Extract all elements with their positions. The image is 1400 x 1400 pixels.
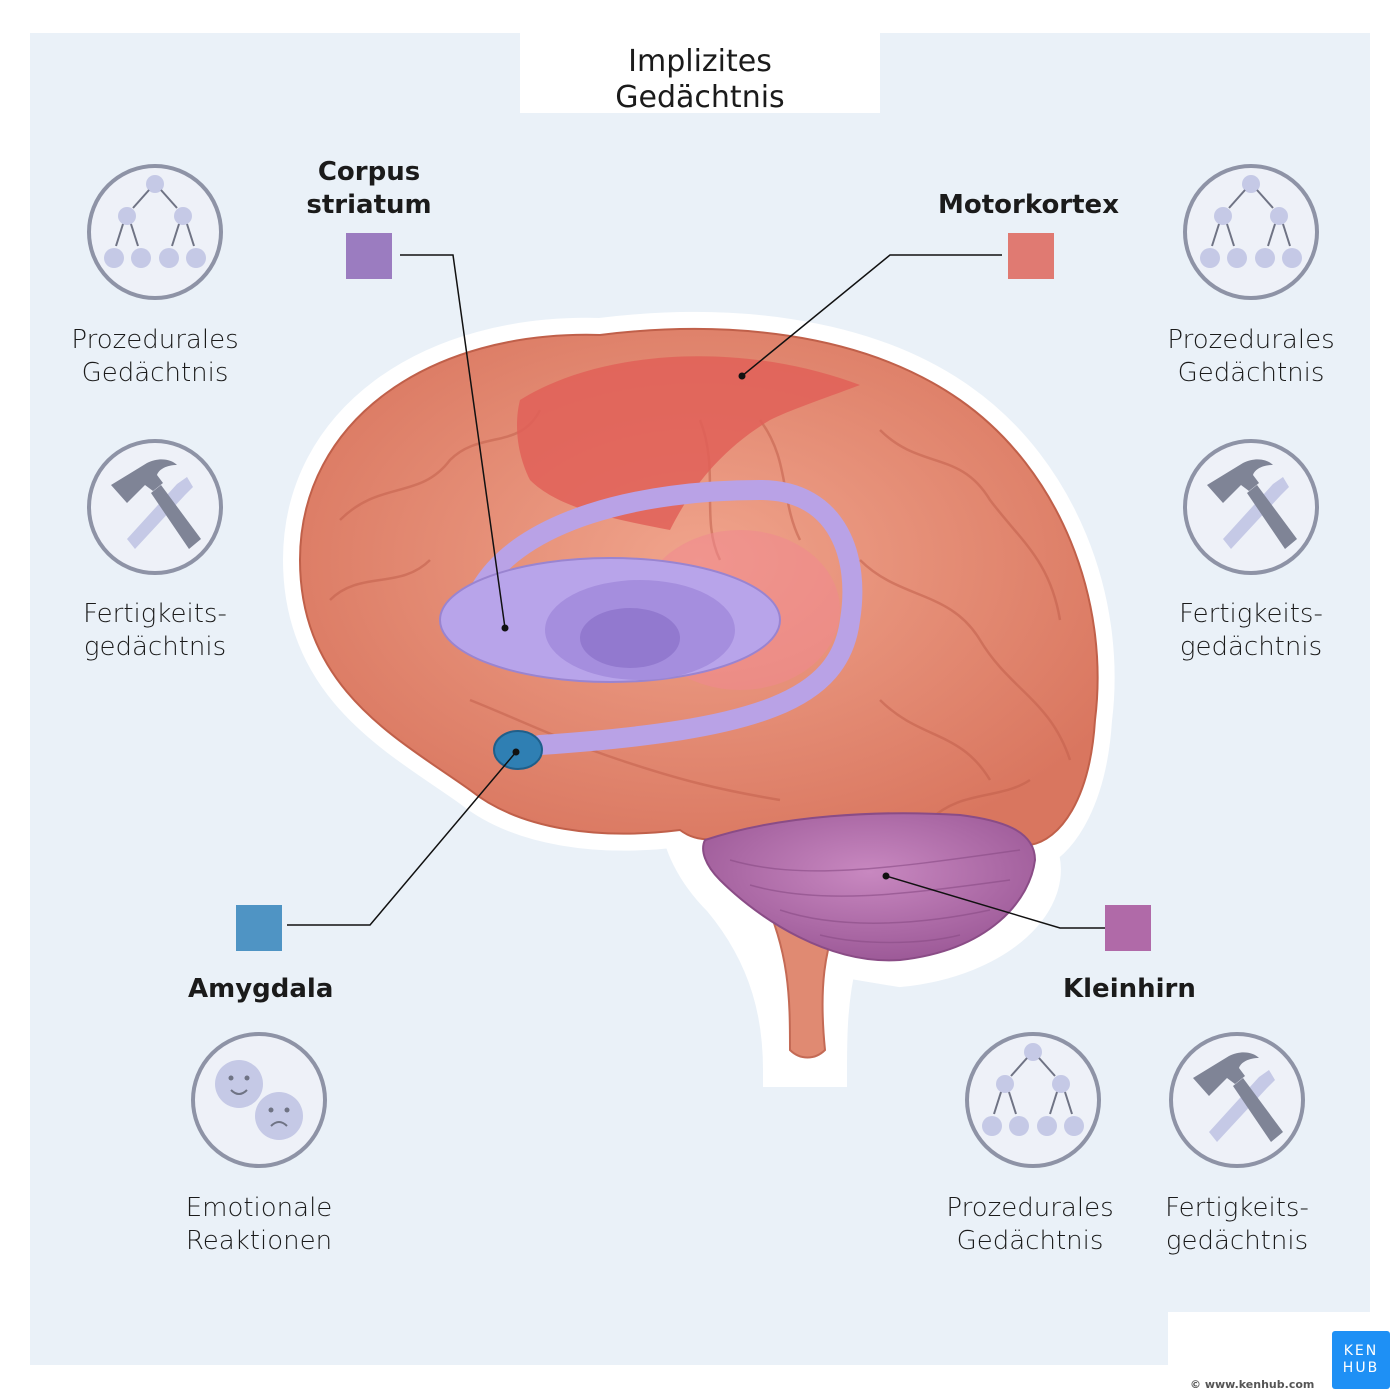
happy-sad-faces-icon: [191, 1032, 327, 1168]
caption-line: Prozedurales: [71, 325, 239, 355]
logo-line: KEN: [1343, 1343, 1379, 1359]
caption-line: Fertigkeits-: [1179, 599, 1323, 629]
label-line: Corpus: [317, 157, 421, 187]
caption-line: Prozedurales: [1167, 325, 1335, 355]
leader-dots: [501, 372, 890, 880]
cerebellum-folia: [729, 849, 1021, 944]
amygdala-swatch: [236, 905, 282, 951]
caption-line: Gedächtnis: [1177, 358, 1325, 388]
page-title: Implizites Gedächtnis: [520, 33, 880, 115]
leader-lines: [287, 254, 1105, 929]
cerebellum: [702, 812, 1037, 962]
label-line: striatum: [306, 190, 432, 220]
caption-line: gedächtnis: [1165, 1226, 1309, 1256]
kleinhirn-swatch: [1105, 905, 1151, 951]
caption-line: Emotionale: [185, 1193, 333, 1223]
hammer-wrench-icon: [1169, 1032, 1305, 1168]
caption-line: gedächtnis: [83, 632, 227, 662]
corpus-striatum-swatch: [346, 233, 392, 279]
copyright: © www.kenhub.com: [1190, 1378, 1315, 1391]
caption-fertigkeit-left: Fertigkeits-gedächtnis: [83, 598, 227, 664]
title-line-1: Implizites: [628, 44, 772, 79]
caption-line: Prozedurales: [946, 1193, 1114, 1223]
hierarchy-tree-icon: [965, 1032, 1101, 1168]
hierarchy-tree-icon: [1183, 164, 1319, 300]
caption-line: Reaktionen: [185, 1226, 333, 1256]
caption-fertigkeit-bottom: Fertigkeits-gedächtnis: [1165, 1192, 1309, 1258]
logo-line: HUB: [1342, 1360, 1380, 1376]
caption-line: Gedächtnis: [81, 358, 229, 388]
caption-line: gedächtnis: [1179, 632, 1323, 662]
motorkortex-swatch: [1008, 233, 1054, 279]
label-kleinhirn: Kleinhirn: [1063, 974, 1196, 1004]
label-amygdala: Amygdala: [188, 974, 334, 1004]
label-corpus-striatum: Corpus striatum: [305, 156, 433, 222]
caudate-tail: [470, 479, 863, 755]
hierarchy-tree-icon: [87, 164, 223, 300]
caption-line: Fertigkeits-: [83, 599, 227, 629]
caption-line: Fertigkeits-: [1165, 1193, 1309, 1223]
caption-line: Gedächtnis: [956, 1226, 1104, 1256]
globus-pallidus: [580, 608, 680, 668]
hammer-wrench-icon: [1183, 439, 1319, 575]
hammer-wrench-icon: [87, 439, 223, 575]
caption-fertigkeit-right: Fertigkeits-gedächtnis: [1179, 598, 1323, 664]
title-line-2: Gedächtnis: [615, 80, 785, 115]
label-motorkortex: Motorkortex: [938, 190, 1119, 220]
motor-cortex: [517, 356, 860, 530]
